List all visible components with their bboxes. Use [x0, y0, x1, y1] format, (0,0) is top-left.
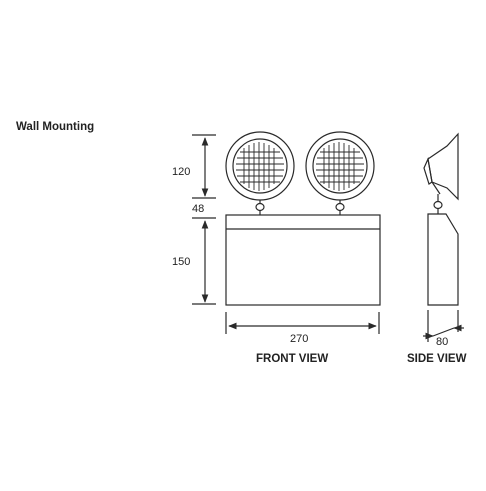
head-height-label: 120 [172, 166, 190, 178]
box-height-label: 150 [172, 256, 190, 268]
side-lamp-lens [423, 156, 433, 185]
front-dimensions [192, 134, 380, 334]
front-view [225, 131, 381, 306]
width-label: 270 [290, 333, 308, 345]
side-view [423, 132, 459, 306]
stem-height-label: 48 [192, 203, 204, 215]
right-lamp-grille [316, 142, 364, 191]
left-lamp-head [225, 131, 295, 215]
side-view-caption: SIDE VIEW [407, 353, 467, 365]
left-lamp-grille [236, 142, 284, 191]
side-body [427, 213, 459, 306]
depth-label: 80 [436, 336, 448, 348]
side-dimensions [423, 310, 464, 342]
page-title: Wall Mounting [16, 121, 95, 133]
side-lamp-shade [427, 132, 459, 201]
front-body-box [225, 214, 381, 306]
right-lamp-head [305, 131, 375, 215]
front-view-caption: FRONT VIEW [256, 353, 328, 365]
